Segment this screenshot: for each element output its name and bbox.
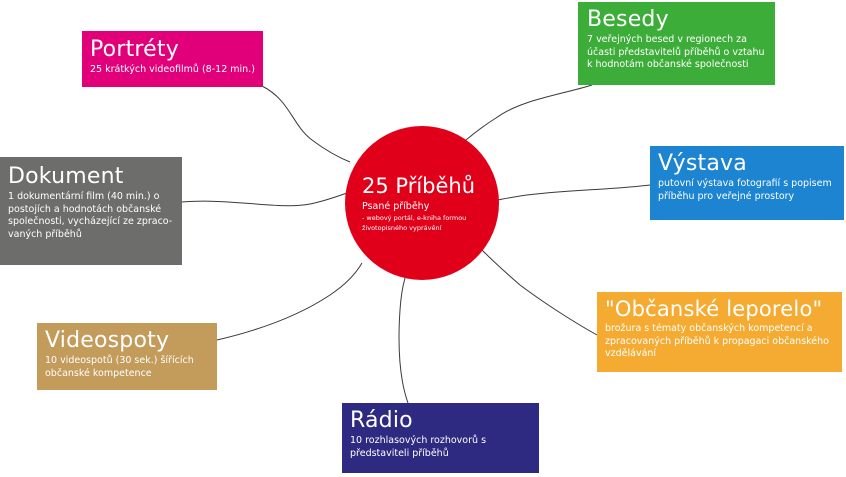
hub-subtitle: Psané příběhy xyxy=(362,201,430,212)
connector-besedy xyxy=(465,84,593,141)
hub-note-line1: - webový portál, e-kniha formou xyxy=(362,214,467,222)
connector-portrety xyxy=(261,85,351,163)
node-title: "Občanské leporelo" xyxy=(605,297,823,321)
node-vystava: Výstava putovní výstava fotografií s pop… xyxy=(650,146,844,220)
node-besedy: Besedy 7 veřejných besed v regionech za … xyxy=(578,2,775,85)
connector-videospoty xyxy=(216,262,363,341)
connector-vystava xyxy=(497,184,651,201)
node-leporelo: "Občanské leporelo" brožura s tématy obč… xyxy=(597,292,842,372)
connector-dokument xyxy=(181,192,348,207)
node-title: Dokument xyxy=(8,164,124,189)
node-dokument: Dokument 1 dokumentární film (40 min.) o… xyxy=(0,157,182,265)
node-description: 25 krátkých videofilmů (8-12 min.) xyxy=(90,64,255,75)
node-videospoty: Videospoty 10 videospotů (30 sek.) šíříc… xyxy=(37,323,217,390)
node-portrety: Portréty 25 krátkých videofilmů (8-12 mi… xyxy=(82,31,263,87)
node-title: Videospoty xyxy=(45,328,170,353)
node-description: 10 videospotů (30 sek.) šířících občansk… xyxy=(45,355,194,379)
node-title: Výstava xyxy=(658,151,747,176)
node-description: 7 veřejných besed v regionech za účasti … xyxy=(587,34,765,70)
hub-note-line2: životopisného vyprávění xyxy=(362,224,442,232)
node-title: Portréty xyxy=(90,37,179,62)
node-radio: Rádio 10 rozhlasových rozhovorů s předst… xyxy=(342,403,539,473)
node-title: Rádio xyxy=(350,408,413,433)
node-title: Besedy xyxy=(587,7,669,32)
connector-radio xyxy=(398,277,409,404)
node-description: putovní výstava fotografií s popisem pří… xyxy=(658,178,832,202)
connector-leporelo xyxy=(481,249,598,336)
node-description: 1 dokumentární film (40 min.) o postojíc… xyxy=(8,191,173,240)
hub-title: 25 Příběhů xyxy=(362,174,476,198)
hub-circle: 25 Příběhů Psané příběhy - webový portál… xyxy=(345,126,499,280)
node-description: brožura s tématy občanských kompetencí a… xyxy=(605,323,829,359)
node-description: 10 rozhlasových rozhovorů s představitel… xyxy=(350,435,487,459)
